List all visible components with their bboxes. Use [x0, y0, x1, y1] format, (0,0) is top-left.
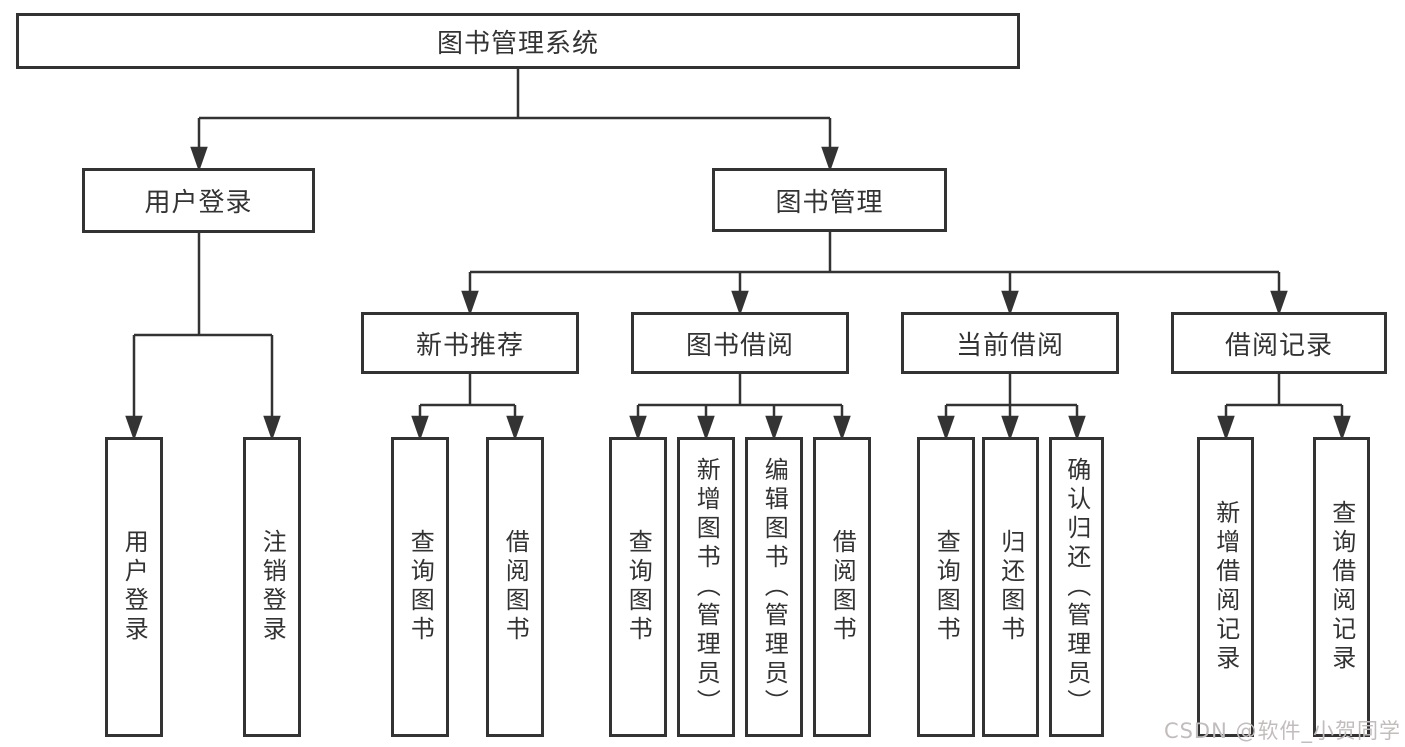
connector-group-borrow-records [1217, 374, 1351, 441]
connector-root [190, 69, 839, 172]
node-book-borrow-label: 图书借阅 [685, 330, 794, 361]
node-root-label: 图书管理系统 [436, 28, 599, 59]
leaf-query-books-borrow: 查询图书 [609, 437, 667, 737]
node-user-login-label: 用户登录 [144, 188, 253, 218]
connector-group-new-book [411, 374, 524, 441]
node-current-borrow-label: 当前借阅 [955, 330, 1064, 361]
leaf-borrow-books-recommend: 借阅图书 [486, 437, 544, 737]
leaf-user-login-label: 用户登录 [120, 529, 149, 645]
node-book-borrow: 图书借阅 [631, 312, 849, 374]
leaf-add-borrow-record-label: 新增借阅记录 [1211, 500, 1240, 674]
csdn-watermark: CSDN @软件_小贺同学 [1163, 719, 1401, 743]
leaf-edit-books-admin-label: 编辑图书（管理员） [760, 456, 789, 718]
leaf-query-books-current: 查询图书 [917, 437, 975, 737]
leaf-query-books-recommend-label: 查询图书 [406, 529, 435, 645]
leaf-confirm-return-admin: 确认归还（管理员） [1049, 437, 1104, 737]
node-root: 图书管理系统 [16, 13, 1020, 69]
leaf-query-books-current-label: 查询图书 [932, 529, 961, 645]
node-borrow-records-label: 借阅记录 [1224, 330, 1333, 361]
leaf-query-borrow-record: 查询借阅记录 [1313, 437, 1370, 737]
node-book-management: 图书管理 [712, 168, 947, 232]
node-new-book-recommend-label: 新书推荐 [415, 330, 524, 361]
leaf-query-borrow-record-label: 查询借阅记录 [1327, 500, 1356, 674]
connector-group-book-borrow [629, 374, 851, 441]
leaf-logout: 注销登录 [243, 437, 301, 737]
leaf-return-books-label: 归还图书 [996, 529, 1025, 645]
leaf-confirm-return-admin-label: 确认归还（管理员） [1062, 456, 1091, 718]
leaf-add-books-admin: 新增图书（管理员） [677, 437, 735, 737]
leaf-borrow-books-recommend-label: 借阅图书 [501, 529, 530, 645]
leaf-borrow-books-label: 借阅图书 [828, 529, 857, 645]
node-borrow-records: 借阅记录 [1171, 312, 1387, 374]
node-user-login: 用户登录 [82, 168, 315, 233]
leaf-return-books: 归还图书 [982, 437, 1039, 737]
leaf-query-books-borrow-label: 查询图书 [624, 529, 653, 645]
leaf-query-books-recommend: 查询图书 [391, 437, 449, 737]
connector-group-current-borrow [937, 374, 1086, 441]
connector-book-management [461, 232, 1288, 316]
leaf-user-login: 用户登录 [105, 437, 163, 737]
leaf-add-books-admin-label: 新增图书（管理员） [692, 456, 721, 718]
node-book-management-label: 图书管理 [775, 187, 884, 218]
node-new-book-recommend: 新书推荐 [361, 312, 579, 374]
leaf-add-borrow-record: 新增借阅记录 [1197, 437, 1254, 737]
leaf-edit-books-admin: 编辑图书（管理员） [745, 437, 803, 737]
leaf-logout-label: 注销登录 [258, 529, 287, 645]
node-current-borrow: 当前借阅 [901, 312, 1119, 374]
connector-user-login [125, 233, 281, 441]
leaf-borrow-books: 借阅图书 [813, 437, 871, 737]
